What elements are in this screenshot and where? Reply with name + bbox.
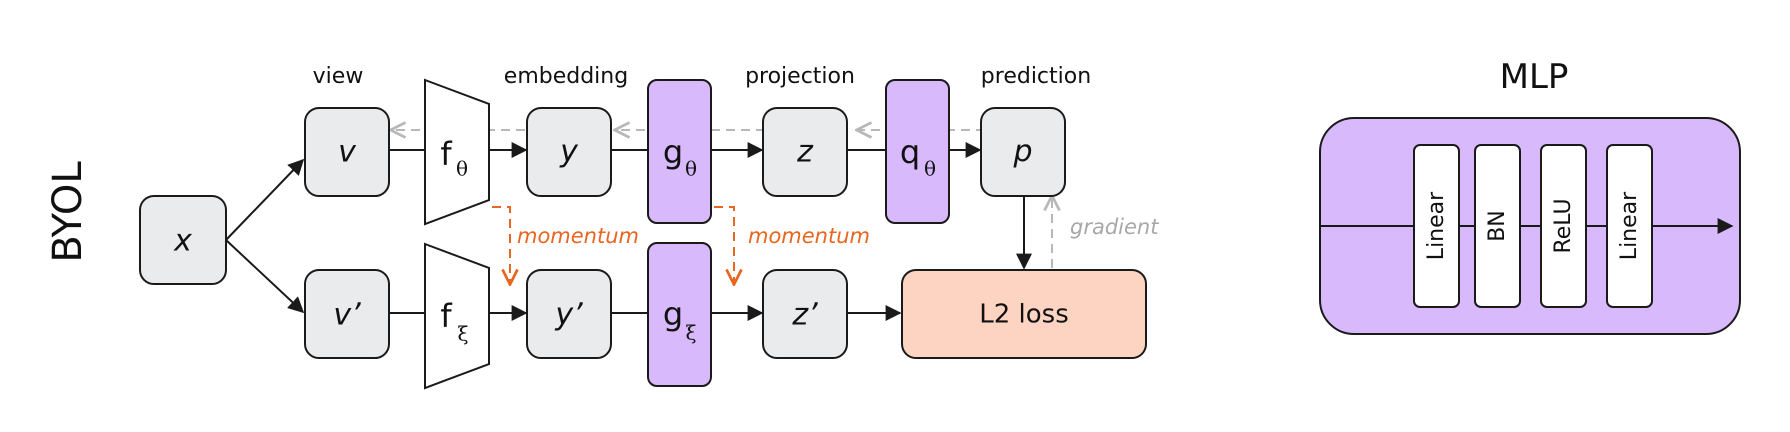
node-x: x: [139, 195, 227, 285]
svg-text:y’: y’: [554, 298, 583, 333]
node-v-prime: v’: [304, 269, 390, 359]
l2-loss-box: L2 loss: [901, 269, 1147, 359]
svg-text:L2 loss: L2 loss: [979, 300, 1069, 330]
predictor-q-theta: q θ: [885, 79, 950, 224]
svg-text:f: f: [440, 135, 452, 173]
svg-text:f: f: [440, 297, 452, 335]
projector-g-theta: g θ: [647, 79, 712, 224]
node-p: p: [980, 107, 1066, 197]
svg-text:z: z: [796, 135, 814, 170]
node-y: y: [526, 107, 612, 197]
svg-text:ξ: ξ: [685, 321, 696, 345]
node-z: z: [762, 107, 848, 197]
node-v: v: [304, 107, 390, 197]
header-view: view: [313, 64, 364, 89]
header-prediction: prediction: [981, 64, 1091, 89]
forward-flow: [225, 142, 1032, 321]
svg-text:v’: v’: [333, 298, 361, 333]
svg-text:ξ: ξ: [457, 322, 468, 346]
momentum-paths: [492, 206, 734, 283]
mlp-title: MLP: [1500, 57, 1569, 97]
svg-text:θ: θ: [924, 157, 936, 181]
momentum-label-1: momentum: [517, 224, 639, 248]
svg-text:BN: BN: [1485, 210, 1510, 242]
svg-text:θ: θ: [456, 157, 468, 181]
svg-text:y: y: [559, 135, 579, 170]
header-projection: projection: [745, 64, 855, 89]
svg-text:ReLU: ReLU: [1551, 198, 1576, 253]
node-z-prime: z’: [762, 269, 848, 359]
header-embedding: embedding: [504, 64, 628, 89]
svg-text:Linear: Linear: [1424, 191, 1449, 260]
momentum-label-2: momentum: [748, 224, 870, 248]
svg-text:θ: θ: [685, 157, 697, 181]
svg-text:v: v: [338, 135, 357, 170]
svg-text:Linear: Linear: [1617, 191, 1642, 260]
svg-text:g: g: [663, 295, 683, 333]
mlp-layer-linear-1: Linear: [1413, 144, 1460, 308]
mlp-layer-bn: BN: [1474, 144, 1521, 308]
svg-text:g: g: [663, 133, 683, 171]
mlp-layer-linear-2: Linear: [1606, 144, 1653, 308]
svg-text:p: p: [1012, 135, 1032, 170]
gradient-label: gradient: [1070, 215, 1159, 239]
mlp-block: Linear BN ReLU Linear: [1319, 117, 1741, 335]
encoder-f-theta: f θ: [424, 78, 490, 226]
svg-text:z’: z’: [791, 298, 818, 333]
svg-text:x: x: [173, 224, 192, 259]
byol-side-label: BYOL: [45, 161, 91, 263]
encoder-f-xi: f ξ: [424, 242, 490, 390]
mlp-layer-relu: ReLU: [1540, 144, 1587, 308]
projector-g-xi: g ξ: [647, 242, 712, 387]
svg-text:q: q: [900, 133, 920, 171]
node-y-prime: y’: [526, 269, 612, 359]
